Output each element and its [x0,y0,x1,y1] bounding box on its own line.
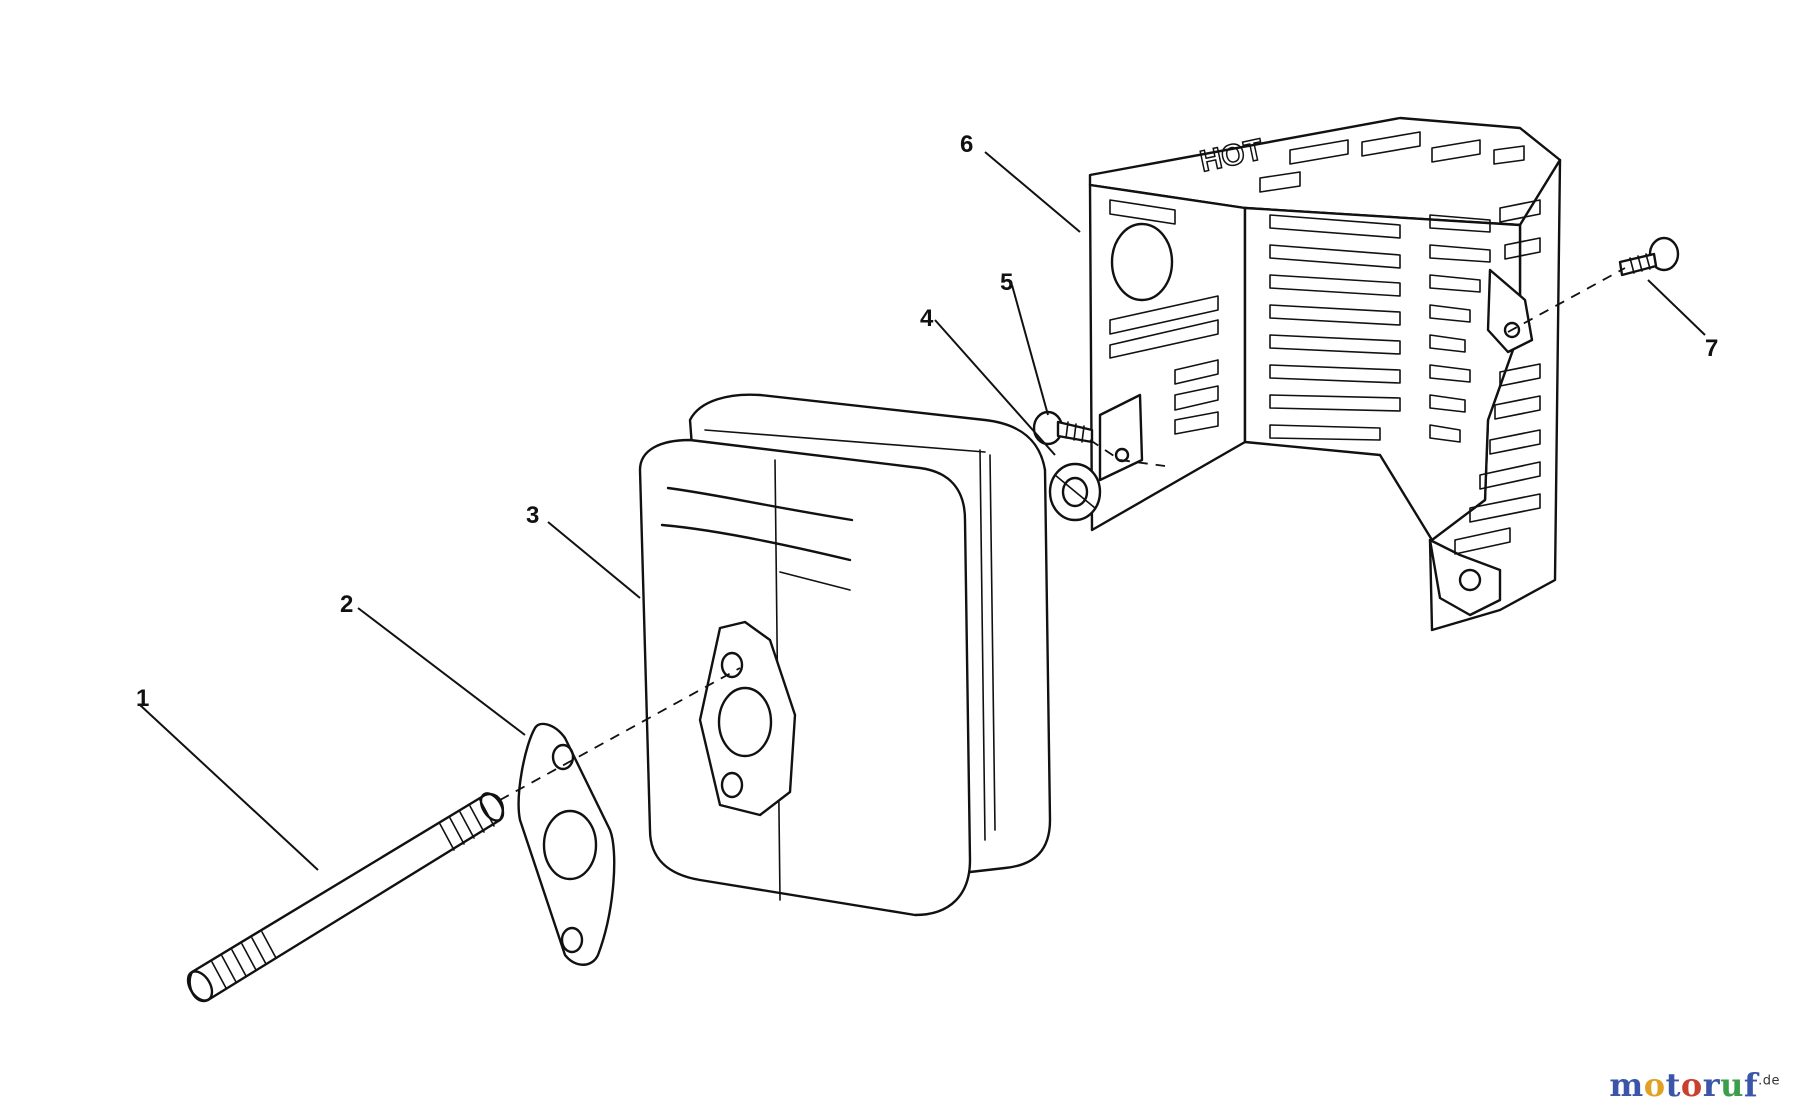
lock-nut [1048,462,1102,522]
callout-5: 5 [1000,269,1013,296]
stud [186,792,505,1003]
callout-1: 1 [136,685,149,712]
watermark-text: motoruf [1609,1066,1759,1104]
callout-4: 4 [920,305,934,332]
callout-3: 3 [526,502,539,529]
heat-shield: HOT [1088,116,1562,632]
callout-2: 2 [340,591,353,618]
screw-5 [1032,410,1094,446]
watermark-suffix: .de [1758,1073,1780,1089]
callout-7: 7 [1705,335,1718,362]
gasket [517,722,616,966]
watermark-logo: motoruf.de [1609,1066,1780,1104]
callout-6: 6 [960,131,973,158]
muffler [638,393,1052,917]
screw-7 [1618,236,1680,277]
